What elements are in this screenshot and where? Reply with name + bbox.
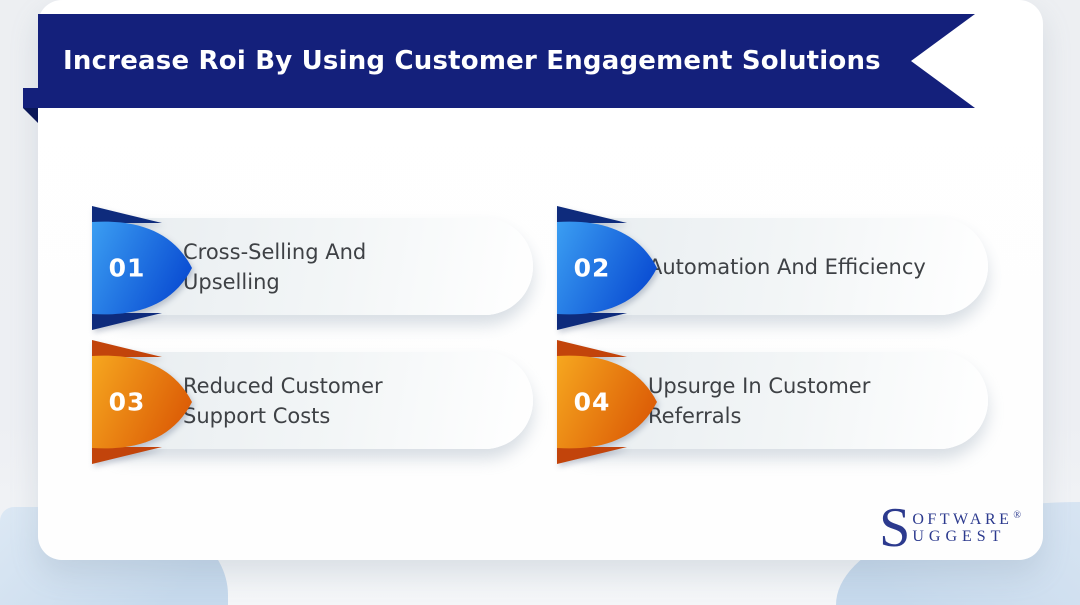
ribbon-tab [23, 88, 38, 108]
item-pill: Automation And Efficiency [575, 218, 988, 315]
registered-mark: ® [1013, 510, 1021, 521]
logo-line2: UGGEST [912, 528, 1006, 545]
item-label: Cross-Selling And Upselling [183, 239, 367, 294]
logo-line1: OFTWARE [912, 511, 1013, 528]
page-title: Increase Roi By Using Customer Engagemen… [63, 46, 881, 76]
ribbon-fold-triangle [23, 108, 38, 123]
item-number: 02 [573, 253, 611, 283]
item-label: Automation And Efficiency [648, 254, 926, 279]
softwaresuggest-logo: S OFTWARE® UGGEST [879, 497, 1021, 559]
item-number: 04 [573, 387, 611, 417]
arrow-badge-icon [92, 340, 192, 464]
benefit-item-04: Upsurge In Customer Referrals 04 [557, 340, 1027, 464]
benefit-item-02: Automation And Efficiency 02 [557, 206, 1027, 330]
arrow-badge-icon [92, 206, 192, 330]
logo-big-s: S [879, 497, 911, 559]
title-ribbon: Increase Roi By Using Customer Engagemen… [38, 14, 975, 108]
content-card: Increase Roi By Using Customer Engagemen… [23, 0, 1043, 560]
item-number: 03 [108, 387, 146, 417]
benefit-item-01: Cross-Selling And Upselling 01 [92, 206, 562, 330]
item-number: 01 [108, 253, 146, 283]
item-label: Reduced Customer Support Costs [183, 373, 383, 428]
arrow-badge-icon [557, 206, 657, 330]
arrow-badge-icon [557, 340, 657, 464]
item-label: Upsurge In Customer Referrals [648, 373, 871, 428]
benefit-item-03: Reduced Customer Support Costs 03 [92, 340, 562, 464]
